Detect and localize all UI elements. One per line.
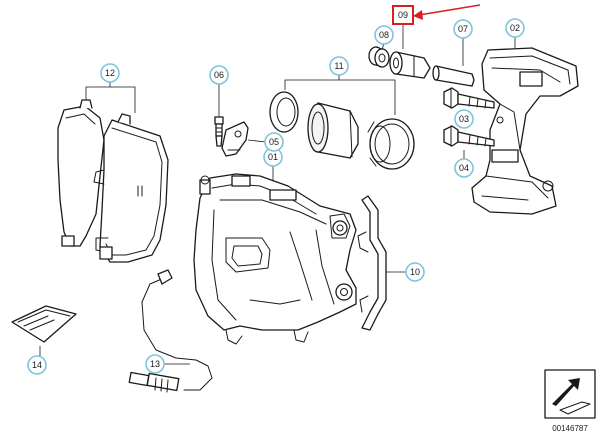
callout-11-label: 11 [334, 61, 343, 71]
callout-06-label: 06 [214, 70, 224, 80]
callout-13-label: 13 [150, 359, 160, 369]
callout-10[interactable]: 10 [405, 262, 425, 282]
callout-12-label: 12 [105, 68, 115, 78]
callout-03[interactable]: 03 [454, 109, 474, 129]
carrier-bolt-upper [443, 87, 495, 109]
callout-07[interactable]: 07 [453, 19, 473, 39]
callout-08-label: 08 [379, 30, 389, 40]
callout-11[interactable]: 11 [329, 56, 349, 76]
callout-09-highlighted[interactable]: 09 [392, 5, 414, 25]
piston-and-seals [269, 91, 415, 170]
callout-05[interactable]: 05 [264, 132, 284, 152]
callout-04-label: 04 [459, 163, 469, 173]
highlight-arrow [413, 4, 481, 20]
caliper-carrier [471, 47, 579, 215]
callout-02[interactable]: 02 [505, 18, 525, 38]
callout-06[interactable]: 06 [209, 65, 229, 85]
bracket-plate [221, 121, 249, 157]
grease-packet [11, 305, 77, 343]
callout-02-label: 02 [510, 23, 520, 33]
brake-pad-set [57, 99, 169, 263]
callout-04[interactable]: 04 [454, 158, 474, 178]
callout-05-label: 05 [269, 137, 279, 147]
callout-01-label: 01 [268, 152, 278, 162]
brake-wear-sensor [128, 269, 213, 393]
callout-07-label: 07 [458, 24, 468, 34]
callout-10-label: 10 [410, 267, 420, 277]
callout-14-label: 14 [32, 360, 42, 370]
bleeder-valve [214, 116, 224, 147]
guide-bushing [368, 46, 390, 68]
guide-pin [432, 65, 475, 87]
callout-03-label: 03 [459, 114, 469, 124]
reference-number: 00146787 [552, 424, 588, 433]
carrier-bolt-lower [443, 125, 495, 147]
callout-14[interactable]: 14 [27, 355, 47, 375]
callout-12[interactable]: 12 [100, 63, 120, 83]
callout-09-label: 09 [398, 10, 408, 20]
anti-rattle-spring [357, 195, 387, 331]
arrow-icon [552, 378, 580, 406]
callout-08[interactable]: 08 [374, 25, 394, 45]
callout-13[interactable]: 13 [145, 354, 165, 374]
guide-sleeve [389, 51, 431, 79]
reference-box [544, 369, 596, 419]
brake-caliper-housing [193, 173, 357, 345]
